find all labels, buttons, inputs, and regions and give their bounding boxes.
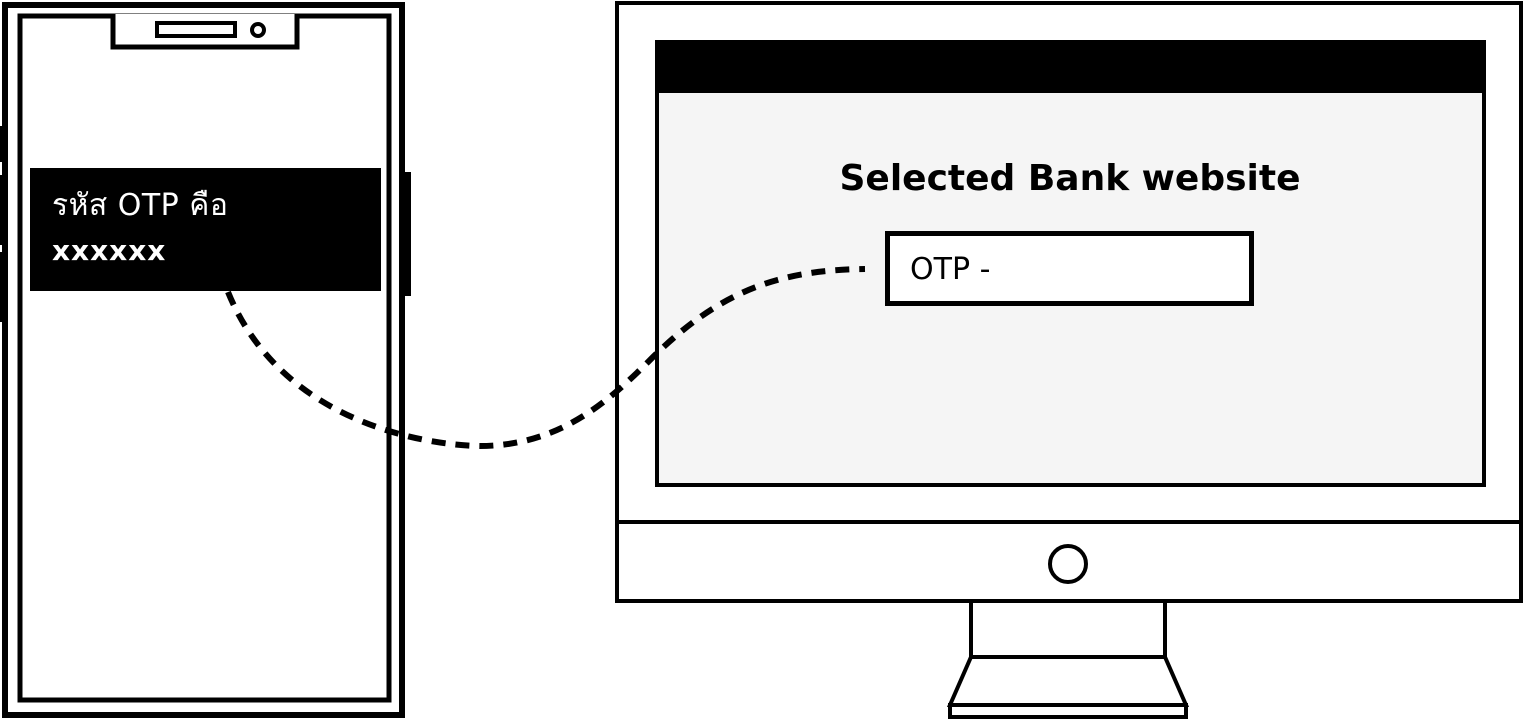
- bank-website-title: Selected Bank website: [839, 158, 1301, 199]
- phone-side-button-right: [402, 172, 411, 296]
- phone: [0, 2, 411, 718]
- phone-screen: [17, 13, 392, 703]
- otp-input-field[interactable]: OTP -: [885, 231, 1254, 306]
- sms-otp-message: รหัส OTP คือ: [52, 188, 229, 223]
- monitor-stand-base: [946, 655, 1190, 707]
- browser-title-bar: [657, 42, 1484, 93]
- monitor-stand-neck: [969, 599, 1167, 659]
- monitor: [615, 1, 1523, 719]
- sms-otp-code: xxxxxx: [52, 234, 167, 267]
- sms-notification: รหัส OTP คือ xxxxxx: [30, 168, 381, 291]
- phone-speaker-icon: [155, 21, 237, 38]
- monitor-stand-foot: [948, 703, 1188, 719]
- otp-transfer-connector: [225, 266, 866, 450]
- otp-field-label: OTP -: [910, 252, 991, 287]
- phone-camera-icon: [250, 22, 266, 38]
- monitor-power-button-icon: [1048, 544, 1088, 584]
